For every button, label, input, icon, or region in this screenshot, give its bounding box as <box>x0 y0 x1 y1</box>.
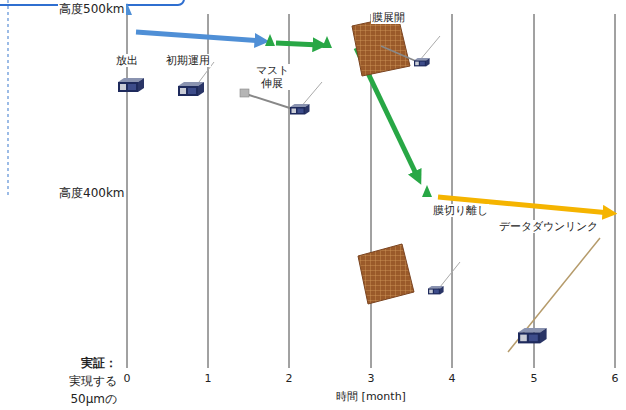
body-text: 実現する <box>68 374 118 388</box>
phase-label: 膜切り離し <box>432 204 489 217</box>
dashed-divider <box>7 0 8 195</box>
phase-label: 放出 <box>115 54 139 67</box>
phase-label: マスト 伸展 <box>252 64 292 90</box>
phase-arrow <box>276 43 320 45</box>
altitude-label: 高度500km <box>58 2 126 16</box>
tick-label: 5 <box>530 372 539 385</box>
phase-label: 初期運用 <box>165 54 211 67</box>
tick-label: 0 <box>123 372 132 385</box>
tick-label: 1 <box>204 372 213 385</box>
deployed-sail <box>352 16 440 76</box>
body-text: 実証： <box>80 356 118 370</box>
phase-label: データダウンリンク <box>498 220 599 233</box>
phase-label: 膜展開 <box>371 11 406 24</box>
tick-label: 2 <box>285 372 294 385</box>
downlink-sat <box>508 238 600 352</box>
detached-sail <box>358 244 460 304</box>
altitude-label: 高度400km <box>58 186 126 200</box>
phase-marker <box>422 185 432 197</box>
tick-label: 6 <box>611 372 620 385</box>
body-text: 50μmの <box>69 392 118 406</box>
phase-arrow <box>136 32 262 41</box>
axis-title: 時間 [month] <box>335 390 407 403</box>
month-grid <box>127 14 615 368</box>
phase-marker <box>322 36 332 48</box>
phase-marker <box>265 34 275 46</box>
cubesat <box>118 78 144 92</box>
tick-label: 4 <box>448 372 457 385</box>
tick-label: 3 <box>367 372 376 385</box>
